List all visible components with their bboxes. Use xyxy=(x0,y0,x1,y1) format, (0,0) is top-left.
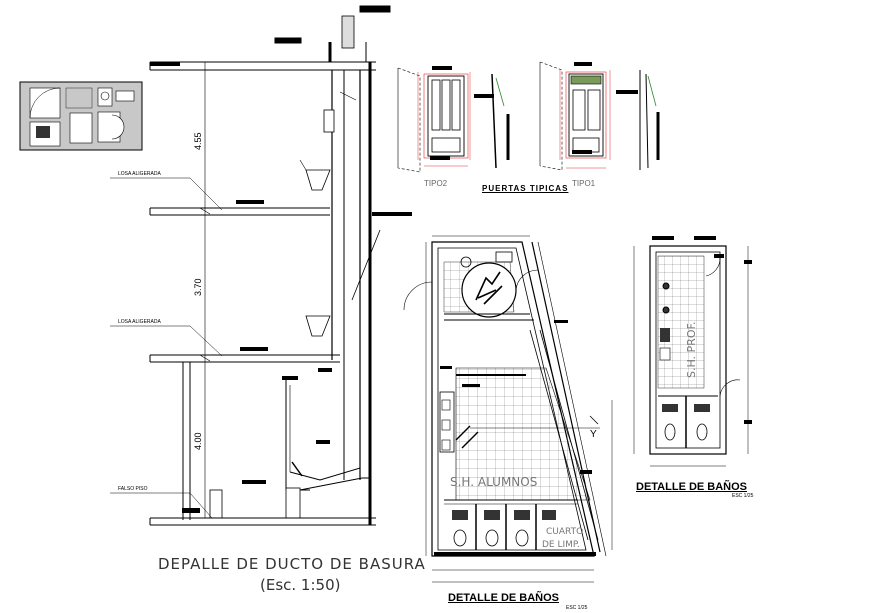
section-scale: (Esc. 1:50) xyxy=(260,576,341,594)
door-type-1 xyxy=(539,61,660,171)
dimension-middle: 3.70 xyxy=(193,278,203,296)
bath-detail-scale-main: ESC 1/25 xyxy=(566,605,588,611)
room-cleaning-label-1: CUARTO xyxy=(546,527,584,537)
room-teachers-label: S.H. PROF. xyxy=(685,321,698,378)
dimension-lower: 4.00 xyxy=(193,432,203,450)
dimension-upper: 4.55 xyxy=(193,132,203,150)
section-title: DEPALLE DE DUCTO DE BASURA xyxy=(158,555,426,573)
bath-plan-main xyxy=(403,235,613,583)
room-students-label: S.H. ALUMNOS xyxy=(450,475,538,489)
false-floor-label: FALSO PISO xyxy=(118,486,148,492)
bath-detail-title-small: DETALLE DE BAÑOS xyxy=(636,481,748,493)
axis-y-label: Y xyxy=(590,429,597,440)
garbage-duct-section xyxy=(110,5,412,526)
bath-plan-small xyxy=(633,236,752,467)
room-cleaning-label-2: DE LIMP. xyxy=(542,540,580,550)
slab-label-lower: LOSA ALIGERADA xyxy=(118,319,161,325)
doors-title: PUERTAS TIPICAS xyxy=(482,184,569,193)
bath-detail-scale-small: ESC 1/25 xyxy=(732,493,754,499)
key-plan xyxy=(19,81,143,151)
slab-label-upper: LOSA ALIGERADA xyxy=(118,171,161,177)
bath-detail-title-main: DETALLE DE BAÑOS xyxy=(448,592,560,604)
door-type-2-label: TIPO2 xyxy=(424,179,448,188)
door-type-1-label: TIPO1 xyxy=(572,179,596,188)
door-type-2 xyxy=(397,66,510,173)
